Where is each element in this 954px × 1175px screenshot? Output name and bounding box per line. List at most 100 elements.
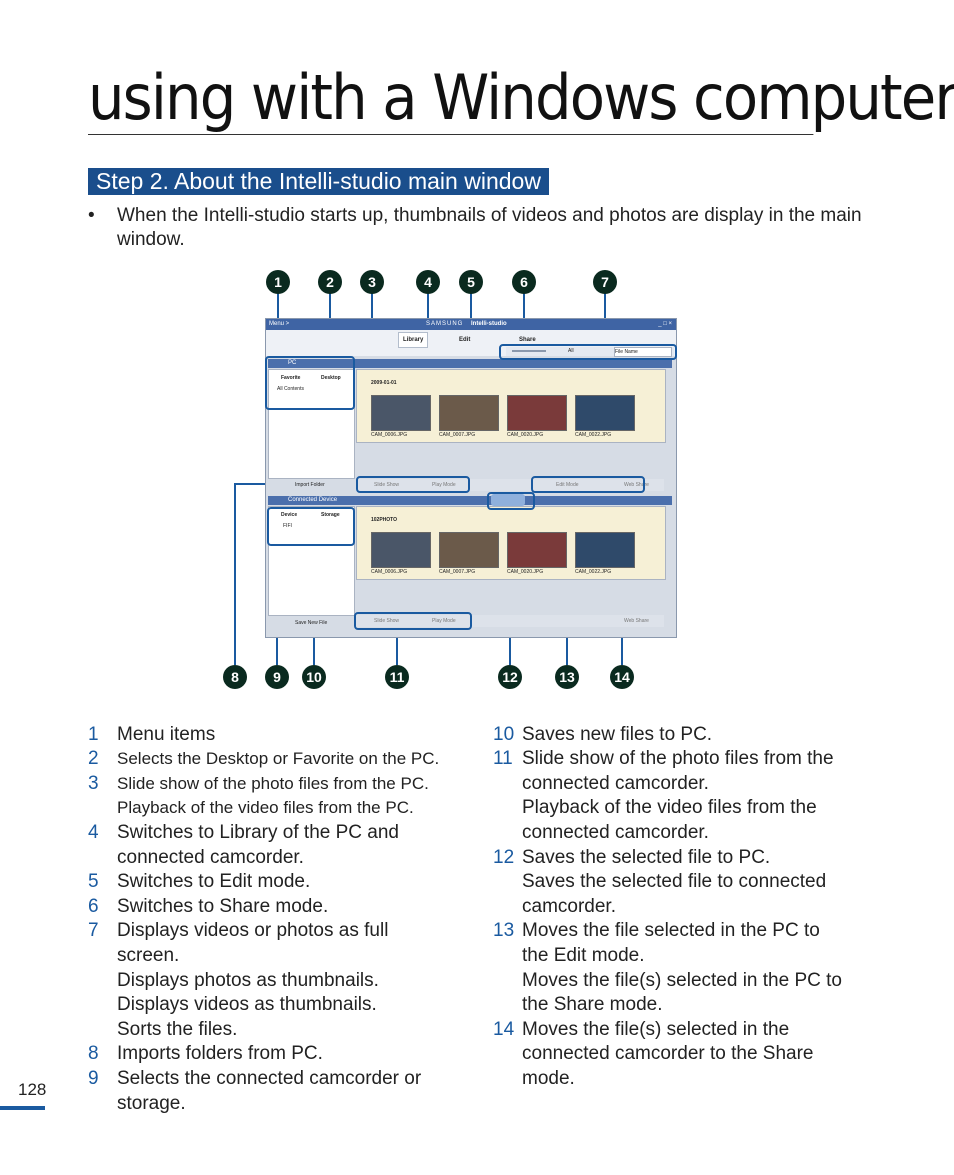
pc-panel-label: PC [288, 360, 297, 366]
legend-text: Switches to Library of the PC and [117, 822, 399, 843]
legend-num: 2 [88, 748, 99, 769]
highlight-device-playback [354, 612, 472, 630]
legend-text: connected camcorder to the Share [522, 1043, 814, 1064]
legend-text: Playback of the video files from the PC. [117, 798, 414, 817]
app-titlebar: Menu > SAMSUNG Intelli-studio _ □ × [266, 319, 676, 330]
page-title: using with a Windows computer [88, 61, 954, 135]
legend-text: Displays photos as thumbnails. [117, 970, 379, 991]
leader-line-6 [523, 292, 525, 328]
highlight-view-controls [499, 344, 677, 360]
file-name-4: CAM_0022.JPG [575, 432, 612, 438]
tab-device[interactable]: Device [281, 512, 298, 518]
pc-web-share[interactable]: Web Share [624, 482, 649, 488]
legend-text: Saves the selected file to PC. [522, 847, 771, 868]
legend-text: camcorder. [522, 896, 616, 917]
thumbnail-4[interactable] [575, 395, 635, 431]
highlight-device-tabs [267, 507, 355, 546]
thumbnail-2[interactable] [439, 395, 499, 431]
page-number: 128 [18, 1080, 47, 1099]
window-controls[interactable]: _ □ × [658, 321, 672, 327]
import-folder-button[interactable]: Import Folder [295, 482, 325, 488]
sort-select[interactable]: File Name [614, 347, 672, 357]
view-controls-bar: All File Name [506, 347, 674, 357]
device-fifi[interactable]: FIFI [283, 523, 292, 529]
callout-11: 11 [385, 665, 409, 689]
device-footer: Slide Show Play Mode Web Share [356, 615, 664, 627]
all-filter[interactable]: All [568, 348, 574, 354]
legend-text: mode. [522, 1068, 575, 1089]
legend-num: 9 [88, 1068, 99, 1089]
device-thumbnail-2[interactable] [439, 532, 499, 568]
device-folder-name: 102PHOTO [371, 517, 398, 523]
legend-num: 13 [493, 920, 515, 941]
leader-line-10 [313, 620, 315, 665]
legend-num: 11 [493, 748, 513, 769]
leader-line-5 [470, 292, 472, 328]
legend-text: Moves the file(s) selected in the PC to [522, 970, 842, 991]
app-toolbar: Library Edit Share All File Name [266, 330, 676, 357]
highlight-pc-tabs [265, 356, 355, 410]
device-panel-label: Connected Device [288, 497, 338, 503]
legend-text: screen. [117, 945, 180, 966]
edit-mode-button[interactable]: Edit Mode [556, 482, 579, 488]
device-thumbnail-4[interactable] [575, 532, 635, 568]
device-file-name-2: CAM_0007.JPG [439, 569, 476, 575]
device-sidebar: Device Storage FIFI Save New File [268, 506, 355, 626]
pc-play-mode[interactable]: Play Mode [432, 482, 456, 488]
pc-slide-show[interactable]: Slide Show [374, 482, 400, 488]
thumbnail-3[interactable] [507, 395, 567, 431]
highlight-pc-playback [356, 476, 470, 493]
callout-1: 1 [266, 270, 290, 294]
device-thumbnail-1[interactable] [371, 532, 431, 568]
device-slide-show[interactable]: Slide Show [374, 618, 400, 624]
app-name: Intelli-studio [471, 321, 507, 327]
callout-7: 7 [593, 270, 617, 294]
device-thumbnail-3[interactable] [507, 532, 567, 568]
menu-items[interactable]: Menu > [269, 321, 290, 327]
callout-4: 4 [416, 270, 440, 294]
bullet-mark: • [88, 205, 95, 226]
page-number-bar [0, 1106, 45, 1110]
file-name-1: CAM_0006.JPG [371, 432, 408, 438]
tab-favorite[interactable]: Favorite [281, 375, 301, 381]
zoom-slider[interactable] [512, 350, 546, 352]
file-name-3: CAM_0020.JPG [507, 432, 544, 438]
legend-text: Saves new files to PC. [522, 724, 713, 745]
device-web-share[interactable]: Web Share [624, 618, 649, 624]
pc-sidebar: Favorite Desktop All Contents Import Fol… [268, 369, 355, 488]
tab-desktop[interactable]: Desktop [321, 375, 341, 381]
legend-text: Slide show of the photo files from the [522, 748, 834, 769]
legend-text: Slide show of the photo files from the P… [117, 774, 429, 793]
edit-button[interactable]: Edit [454, 332, 475, 348]
library-button[interactable]: Library [398, 332, 429, 348]
device-play-mode[interactable]: Play Mode [432, 618, 456, 624]
legend-text: Selects the Desktop or Favorite on the P… [117, 749, 440, 768]
tab-storage[interactable]: Storage [321, 512, 340, 518]
bullet-text: When the Intelli-studio starts up, thumb… [117, 205, 862, 250]
share-button[interactable]: Share [514, 332, 541, 348]
transfer-arrows[interactable] [491, 494, 525, 506]
device-file-name-3: CAM_0020.JPG [507, 569, 544, 575]
legend-text: Selects the connected camcorder or [117, 1068, 422, 1089]
device-file-name-4: CAM_0022.JPG [575, 569, 612, 575]
legend-num: 3 [88, 773, 99, 794]
thumbnail-1[interactable] [371, 395, 431, 431]
legend-text: connected camcorder. [522, 822, 709, 843]
edit-label: Edit [459, 337, 471, 343]
device-thumbnail-area: 102PHOTO CAM_0006.JPG CAM_0007.JPG CAM_0… [356, 506, 666, 580]
legend-text: Sorts the files. [117, 1019, 238, 1040]
legend-num: 12 [493, 847, 515, 868]
save-new-file-button[interactable]: Save New File [295, 620, 328, 626]
all-contents-item[interactable]: All Contents [277, 386, 304, 392]
legend-text: Displays videos or photos as full [117, 920, 389, 941]
legend-num: 8 [88, 1043, 99, 1064]
pc-folder-name: 2009-01-01 [371, 380, 397, 386]
intelli-studio-screenshot: Menu > SAMSUNG Intelli-studio _ □ × Libr… [265, 318, 677, 638]
callout-12: 12 [498, 665, 522, 689]
file-name-2: CAM_0007.JPG [439, 432, 476, 438]
leader-line-8-h [234, 483, 268, 485]
pc-thumbnail-area: 2009-01-01 CAM_0006.JPG CAM_0007.JPG CAM… [356, 369, 666, 443]
legend-num: 5 [88, 871, 99, 892]
legend-text: Moves the file selected in the PC to [522, 920, 820, 941]
legend-text: Saves the selected file to connected [522, 871, 827, 892]
